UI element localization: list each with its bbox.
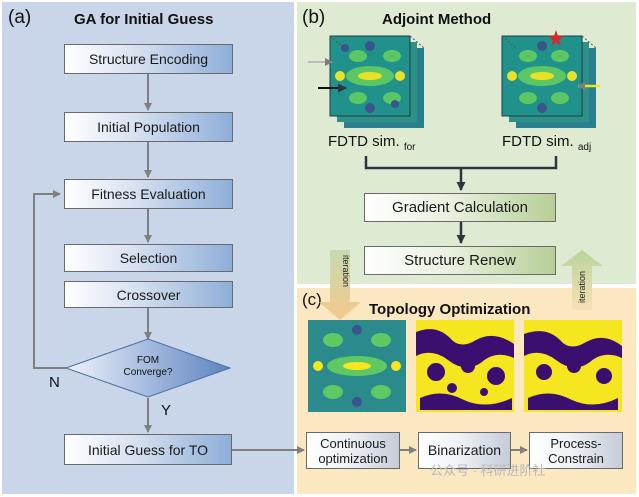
- converge-decision-diamond: [64, 338, 232, 398]
- panel-a-title: GA for Initial Guess: [74, 11, 214, 28]
- panel-a-label: (a): [8, 7, 32, 28]
- structure-encoding-box: Structure Encoding: [64, 44, 233, 74]
- structure-renew-box: Structure Renew: [364, 246, 556, 275]
- iteration-down-arrow: [319, 250, 361, 320]
- decision-line-1: FOM: [136, 355, 160, 366]
- no-branch-label: N: [49, 374, 60, 391]
- selection-box: Selection: [64, 244, 233, 272]
- binarization-field-map: [416, 320, 514, 412]
- fdtd-adjoint-field-pattern: [507, 41, 577, 113]
- process-constrain-box: Process- Constrain: [529, 432, 623, 469]
- iteration-down-label: iteration: [341, 254, 351, 288]
- continuous-line-2: optimization: [318, 450, 388, 466]
- initial-population-box: Initial Population: [64, 112, 233, 142]
- process-constrain-field-map: [524, 320, 622, 412]
- arrow-decision-no-loop: [33, 190, 66, 369]
- yes-branch-label: Y: [161, 402, 172, 419]
- fitness-evaluation-box: Fitness Evaluation: [64, 179, 233, 209]
- fdtd-forward-label: FDTD sim. for: [328, 133, 416, 153]
- fdtd-forward-main: FDTD sim.: [328, 133, 400, 150]
- decision-line-2: Converge?: [123, 367, 173, 378]
- star-marker: [548, 30, 564, 46]
- iteration-up-label: iteration: [577, 270, 587, 304]
- fdtd-adjoint-main: FDTD sim.: [502, 133, 574, 150]
- iteration-up-arrow: [561, 250, 603, 310]
- crossover-box: Crossover: [64, 281, 233, 308]
- fdtd-forward-field-pattern: [335, 41, 405, 113]
- fdtd-adjoint-label: FDTD sim. adj: [502, 133, 591, 153]
- converge-decision-label: FOM Converge?: [108, 355, 188, 379]
- process-line-2: Constrain: [548, 450, 604, 466]
- continuous-line-1: Continuous: [320, 435, 386, 451]
- panel-c-title: Topology Optimization: [369, 301, 531, 318]
- panel-b-label: (b): [302, 7, 326, 28]
- process-line-1: Process-: [550, 435, 602, 451]
- panel-b-title: Adjoint Method: [382, 11, 492, 28]
- panel-c-label: (c): [302, 290, 322, 309]
- watermark: 公众号 · 科研进阶社: [430, 463, 546, 478]
- adjoint-arrows: [364, 156, 558, 244]
- gradient-calculation-box: Gradient Calculation: [364, 193, 556, 222]
- ga-arrows: [33, 74, 305, 454]
- continuous-optimization-box: Continuous optimization: [306, 432, 400, 469]
- initial-guess-box: Initial Guess for TO: [64, 434, 232, 465]
- fdtd-forward-sub: for: [403, 142, 416, 153]
- continuous-field-map: [308, 320, 406, 412]
- source-arrows-forward: [308, 58, 347, 93]
- fdtd-adjoint-sub: adj: [577, 142, 592, 153]
- binarization-box: Binarization: [418, 432, 511, 469]
